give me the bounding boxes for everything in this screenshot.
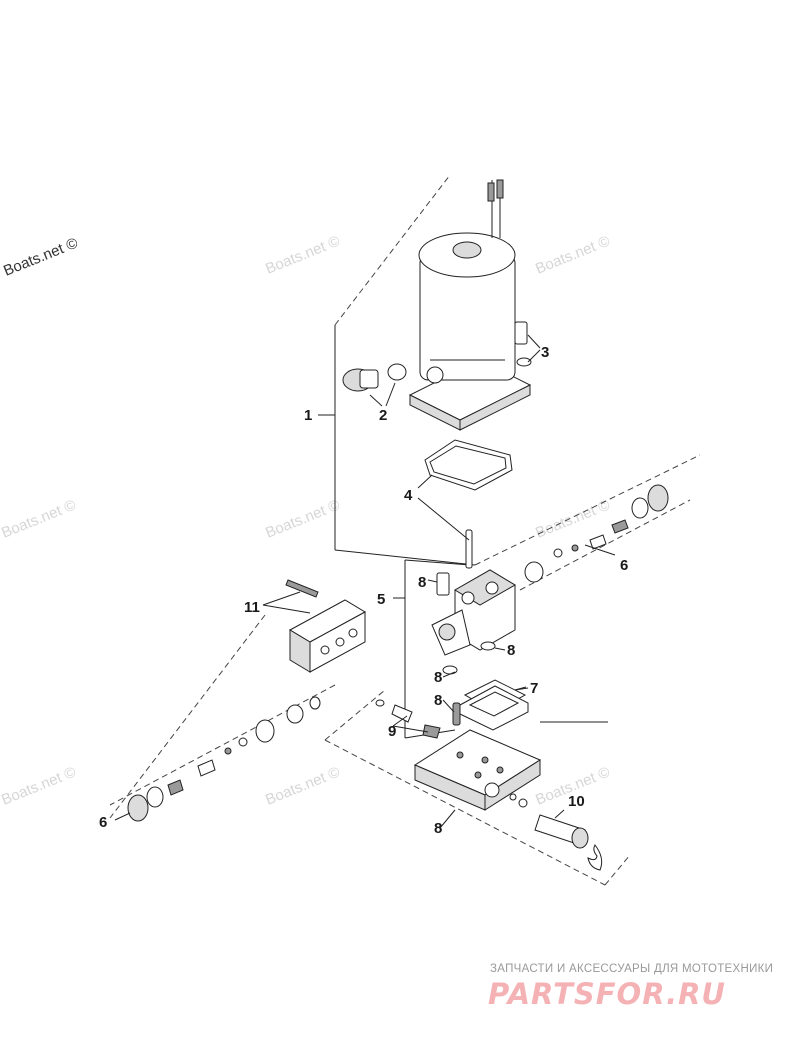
callout-label: 8 bbox=[434, 669, 442, 686]
left-valve-stack bbox=[114, 696, 321, 822]
watermark-text: Boats.net © bbox=[0, 496, 78, 541]
motor-screw bbox=[514, 321, 541, 367]
callout-label: 4 bbox=[404, 487, 413, 504]
callout-label: 6 bbox=[620, 557, 628, 574]
guide-line bbox=[604, 854, 631, 886]
callout-label: 7 bbox=[530, 680, 538, 697]
callout-label: 1 bbox=[304, 407, 312, 424]
callout-label: 8 bbox=[418, 574, 426, 591]
guide-line bbox=[519, 499, 691, 591]
guide-line bbox=[109, 614, 266, 819]
guide-line bbox=[324, 739, 606, 886]
guide-line bbox=[334, 174, 451, 326]
fill-plug bbox=[342, 363, 407, 407]
watermark-text: Boats.net © bbox=[263, 232, 342, 277]
pump-screws bbox=[436, 572, 496, 726]
callout-label: 2 bbox=[379, 407, 387, 424]
leader-lines bbox=[427, 579, 529, 829]
branding-subtitle: ЗАПЧАСТИ И АКСЕССУАРЫ ДЛЯ МОТОТЕХНИКИ bbox=[490, 963, 774, 975]
callout-label: 5 bbox=[377, 591, 385, 608]
valve-manifold bbox=[413, 729, 542, 811]
callout-label: 10 bbox=[568, 793, 585, 810]
guide-line bbox=[324, 689, 386, 741]
callout-label: 3 bbox=[541, 344, 549, 361]
callout-label: 8 bbox=[507, 642, 515, 659]
check-valve-parts bbox=[375, 699, 441, 739]
watermark-text: Boats.net © bbox=[263, 496, 342, 541]
valve-body-11 bbox=[262, 579, 367, 673]
watermark-text: Boats.net © bbox=[263, 763, 342, 808]
right-valve-stack bbox=[524, 484, 669, 583]
watermark-text: Boats.net © bbox=[533, 232, 612, 277]
callout-label: 8 bbox=[434, 692, 442, 709]
watermark-group: Boats.net © Boats.net © Boats.net © Boat… bbox=[0, 232, 612, 808]
gasket bbox=[417, 439, 513, 569]
branding-logo: PARTSFOR.RU bbox=[488, 977, 726, 1011]
callout-label: 8 bbox=[434, 820, 442, 837]
guide-line bbox=[474, 454, 701, 566]
pump-body bbox=[431, 569, 516, 656]
manual-release-valve bbox=[509, 793, 603, 871]
bracket-1 bbox=[318, 325, 476, 566]
watermark-text: Boats.net © bbox=[0, 763, 78, 808]
callout-label: 6 bbox=[99, 814, 107, 831]
filter-plate bbox=[459, 679, 529, 731]
callout-label: 11 bbox=[244, 599, 260, 616]
electric-motor bbox=[408, 179, 532, 431]
watermark-primary: Boats.net © bbox=[1, 234, 80, 279]
callout-labels: 1 2 3 4 5 6 6 7 8 8 8 8 8 9 10 11 bbox=[99, 344, 628, 837]
callout-label: 9 bbox=[388, 723, 396, 740]
watermark-text: Boats.net © bbox=[533, 496, 612, 541]
